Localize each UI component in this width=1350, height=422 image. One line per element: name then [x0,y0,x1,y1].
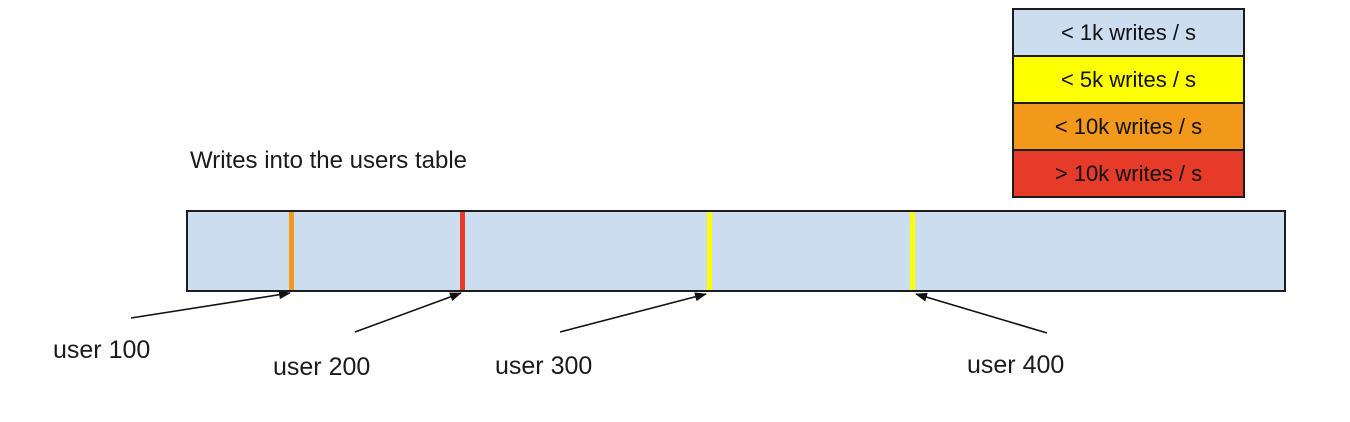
user-300-label: user 300 [495,352,593,380]
arrow-user-200 [354,292,462,333]
arrow-user-300 [559,292,707,333]
legend-label-gt-10k: > 10k writes / s [1054,160,1203,186]
write-hotspot-stripe-user-200 [460,212,465,290]
legend-item-gt-10k: > 10k writes / s [1012,149,1245,198]
write-hotspot-stripe-user-400 [910,212,915,290]
diagram-title: Writes into the users table [190,147,468,174]
legend: < 1k writes / s < 5k writes / s < 10k wr… [1012,8,1245,198]
write-hotspot-stripe-user-100 [289,212,294,290]
user-400-label: user 400 [967,351,1065,379]
write-hotspot-stripe-user-300 [707,212,712,290]
user-100-label: user 100 [53,336,151,364]
user-200-label: user 200 [273,353,371,381]
users-table-bar [186,210,1286,292]
legend-label-lt-10k: < 10k writes / s [1054,113,1203,139]
legend-item-lt-5k: < 5k writes / s [1012,55,1245,104]
legend-label-lt-1k: < 1k writes / s [1060,19,1197,45]
legend-label-lt-5k: < 5k writes / s [1060,66,1197,92]
legend-item-lt-1k: < 1k writes / s [1012,8,1245,57]
arrow-user-100 [130,290,291,319]
arrow-user-400 [915,292,1048,334]
